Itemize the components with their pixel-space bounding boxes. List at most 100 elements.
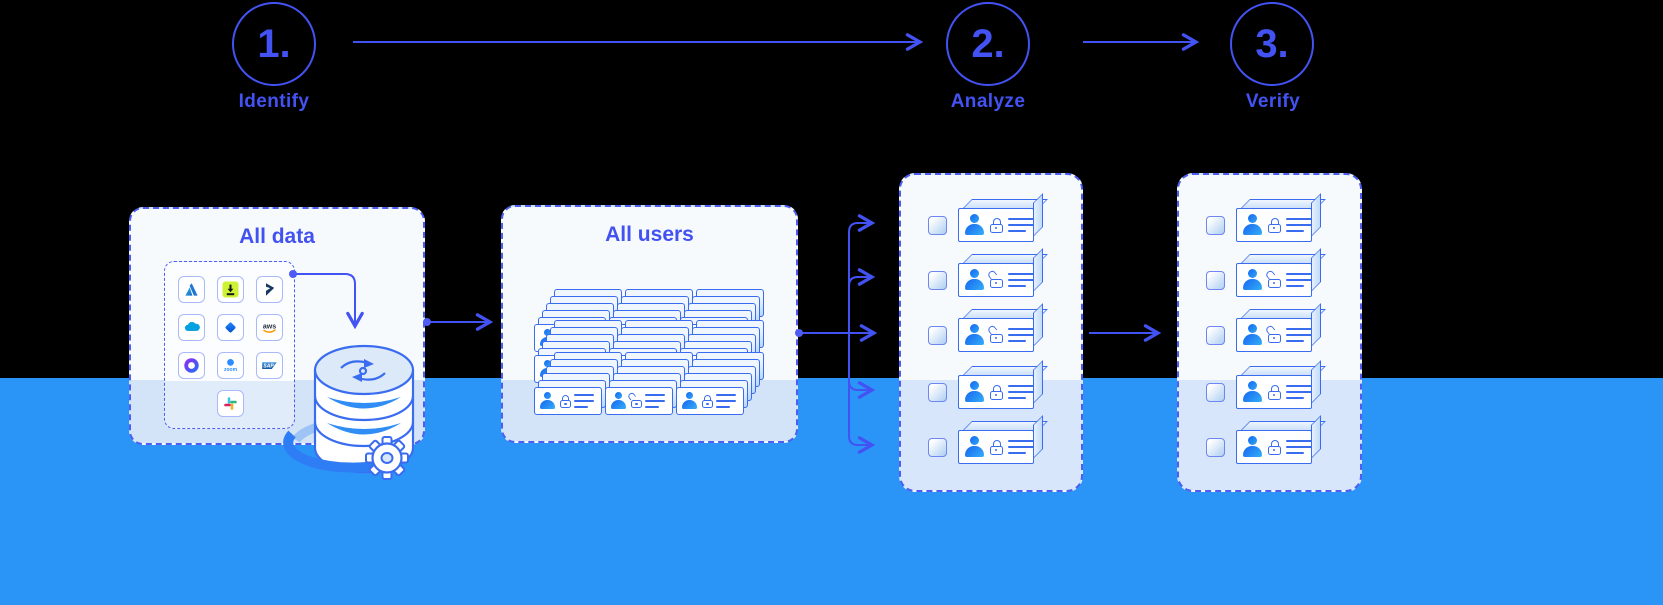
checkbox [928,270,947,290]
user-card-row [1179,263,1360,297]
user-card-row [901,263,1081,297]
lock-icon [989,384,1004,401]
salesforce-icon [178,314,205,341]
svg-text:SAP: SAP [263,363,274,369]
user-avatar-icon [610,391,627,411]
user-avatar-icon [1242,269,1263,291]
user-card-row [901,318,1081,352]
text-lines [1008,385,1034,399]
user-card-row [1179,375,1360,409]
step-2-label: Analyze [950,91,1026,112]
id-card [676,387,744,415]
all-data-title: All data [239,225,315,248]
svg-text:aws: aws [263,324,276,331]
lock-icon [986,268,1004,289]
checkbox [1206,215,1225,235]
database-illustration [283,344,415,480]
checkbox [928,325,947,345]
verify-rows [1179,175,1360,490]
card-stack [534,352,622,415]
user-avatar-icon [964,269,985,291]
id-card [1236,263,1312,297]
id-card [958,430,1034,464]
id-card [1236,375,1312,409]
zoom-icon: zoom [217,352,244,379]
user-avatar-icon [681,391,698,411]
analyze-rows [901,175,1081,490]
id-card [958,263,1034,297]
user-card-row [1179,318,1360,352]
checkbox [1206,325,1225,345]
all-data-panel: All data [129,207,425,445]
slack-icon [217,390,244,417]
step-2-circle: 2. [946,2,1030,86]
lock-icon [986,323,1004,344]
user-avatar-icon [539,391,556,411]
checkbox [1206,382,1225,402]
lock-icon [1264,268,1282,289]
verify-panel [1177,173,1362,492]
user-card-row [901,430,1081,464]
sync-arrow-front [283,430,391,473]
aws-icon: aws [256,314,283,341]
card-stack [605,352,693,415]
user-stacks [503,207,796,441]
all-users-title: All users [605,223,694,246]
id-card [1236,208,1312,242]
checkbox [928,215,947,235]
user-card-row [901,208,1081,242]
user-avatar-icon [964,381,985,403]
id-card [958,318,1034,352]
all-users-panel: All users [501,205,798,443]
id-card [958,375,1034,409]
text-lines [645,394,665,408]
text-lines [1008,273,1034,287]
text-lines [1286,385,1312,399]
text-lines [1286,273,1312,287]
lock-icon [626,390,642,409]
checkbox [928,382,947,402]
branch-arrow-up-2 [848,268,876,333]
lock-icon [1267,439,1282,456]
checkbox [1206,270,1225,290]
step-3-number: 3. [1255,21,1289,66]
dynamics365-icon [256,276,283,303]
azure-icon [178,276,205,303]
id-card [605,387,673,415]
step-1-label: Identify [238,91,310,112]
user-avatar-icon [1242,436,1263,458]
step-2-number: 2. [971,21,1005,66]
text-lines [1008,218,1034,232]
lock-icon [989,217,1004,234]
step-1-circle: 1. [232,2,316,86]
microsoft365-icon [178,352,205,379]
user-card-row [1179,430,1360,464]
analyze-panel [899,173,1083,492]
lock-icon [559,394,571,409]
app-sources-box: aws zoom [164,261,295,429]
text-lines [716,394,736,408]
download-app-icon [217,276,244,303]
lock-icon [1264,323,1282,344]
checkbox [1206,437,1225,457]
sap-icon: SAP [256,352,283,379]
step-3-circle: 3. [1230,2,1314,86]
text-lines [1286,440,1312,454]
user-avatar-icon [964,214,985,236]
id-card [534,387,602,415]
user-avatar-icon [1242,214,1263,236]
checkbox [928,437,947,457]
user-avatar-icon [964,324,985,346]
svg-text:zoom: zoom [224,367,238,373]
text-lines [574,394,594,408]
id-card [958,208,1034,242]
text-lines [1008,328,1034,342]
step-3-label: Verify [1245,91,1301,112]
user-avatar-icon [1242,381,1263,403]
user-avatar-icon [1242,324,1263,346]
user-card-row [1179,208,1360,242]
lock-icon [1267,384,1282,401]
user-card-row [901,375,1081,409]
id-card [1236,318,1312,352]
